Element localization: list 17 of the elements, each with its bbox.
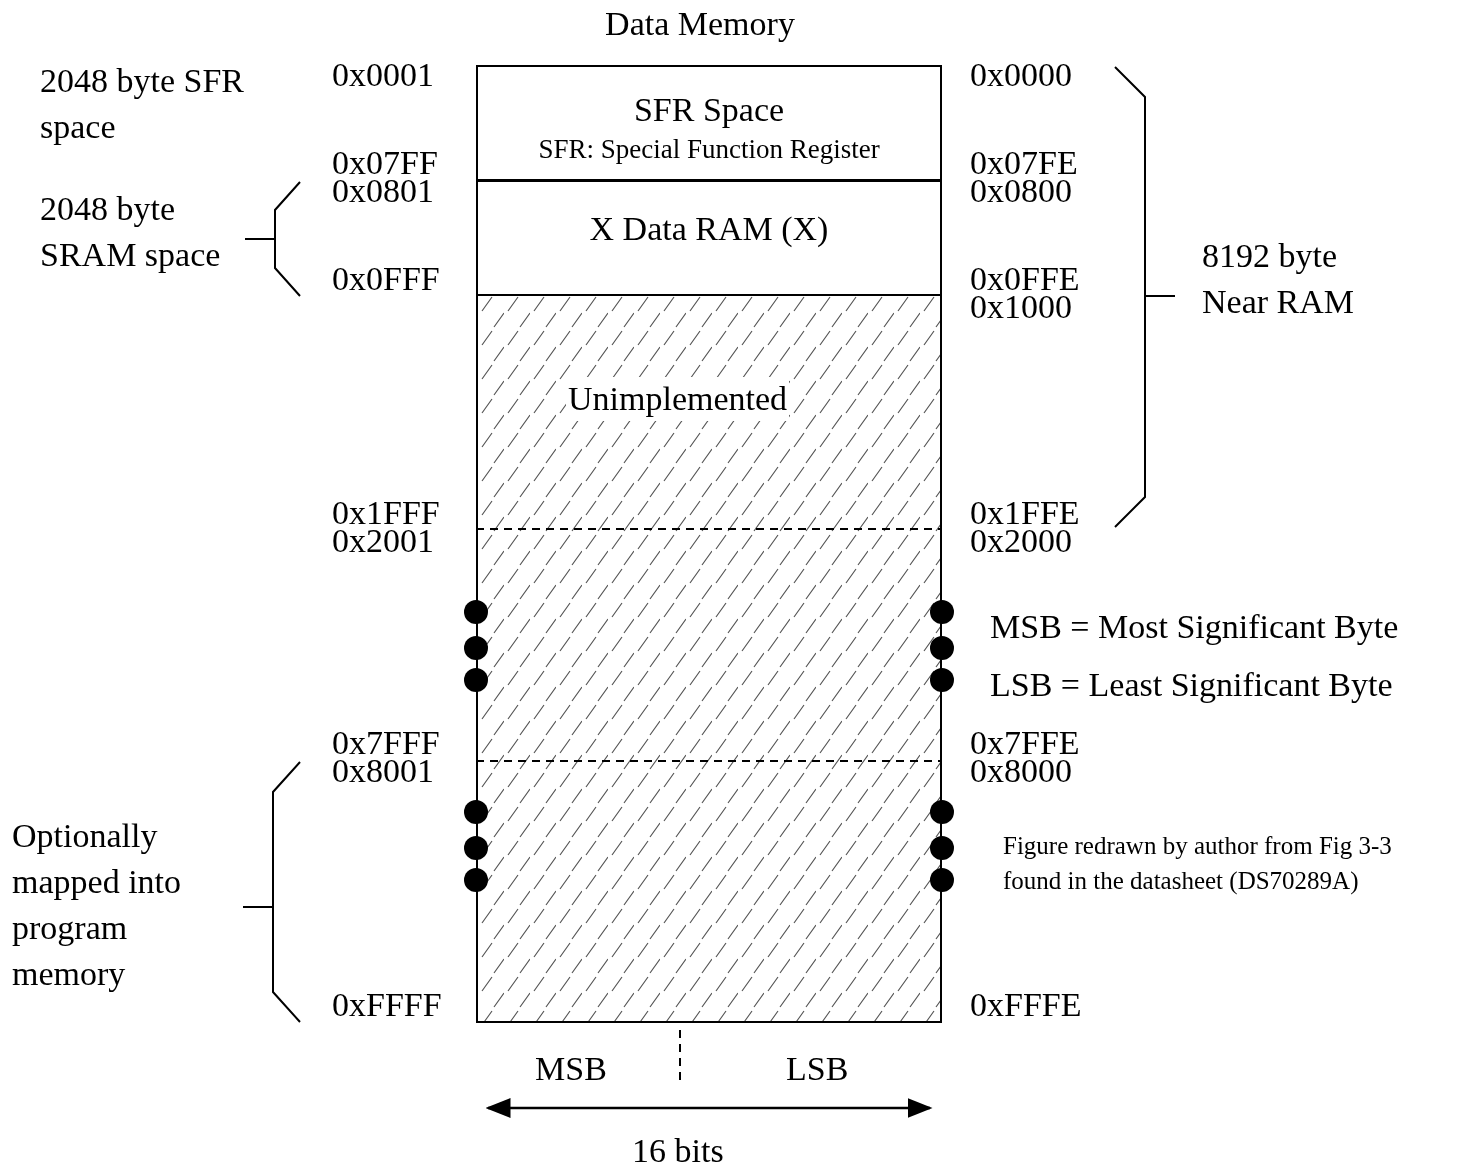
byte-label: MSB [535,1049,607,1089]
region-title: X Data RAM (X) [588,209,830,249]
memory-region [476,295,942,1023]
note-text: MSB = Most Significant Byte [990,607,1399,647]
note-text: LSB = Least Significant Byte [990,665,1393,705]
figure-caption: Figure redrawn by author from Fig 3-3 found in the datasheet (DS70289A) [1003,831,1393,897]
dimension-label: 16 bits [632,1131,724,1171]
diagram-title: Data Memory [604,4,796,44]
region-subtitle: SFR: Special Function Register [537,133,881,166]
bracket-label: 8192 byte Near RAM [1202,236,1356,322]
bracket-label: 2048 byte SRAM space [40,189,222,275]
byte-label: LSB [786,1049,849,1089]
bracket-label: 2048 byte SFR space [40,61,246,147]
bracket-label: Optionally mapped into program memory [12,816,183,994]
memory-region [476,65,942,181]
region-title: SFR Space [632,90,786,130]
region-title: Unimplemented [566,377,790,421]
